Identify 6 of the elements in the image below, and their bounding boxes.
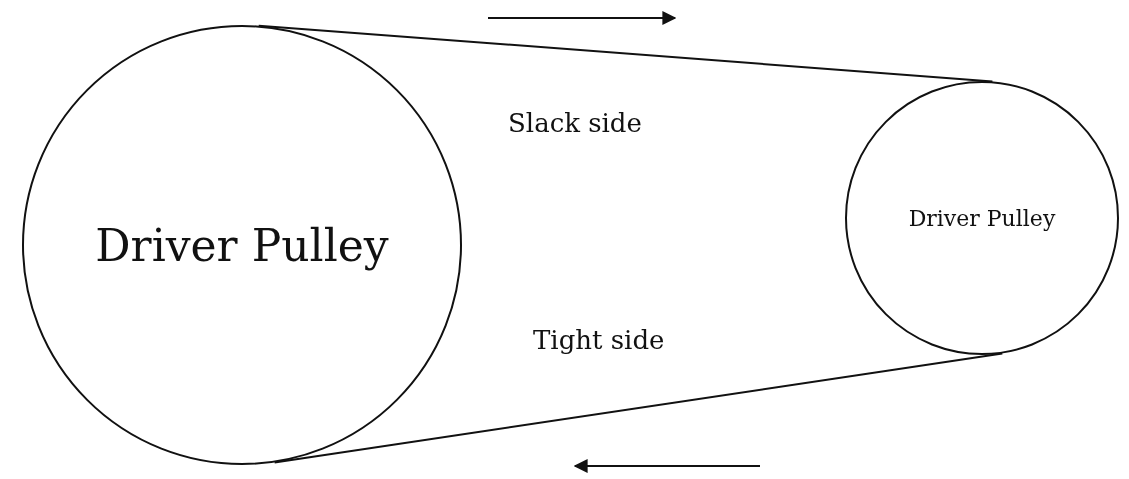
pulley-circle [845,81,1119,355]
pulley-label: Driver Pulley [95,219,389,271]
pulley-circle [22,25,462,465]
belt-side-label: Tight side [533,325,665,355]
pulley-label: Driver Pulley [908,205,1056,231]
belt-side-label: Slack side [508,108,642,138]
